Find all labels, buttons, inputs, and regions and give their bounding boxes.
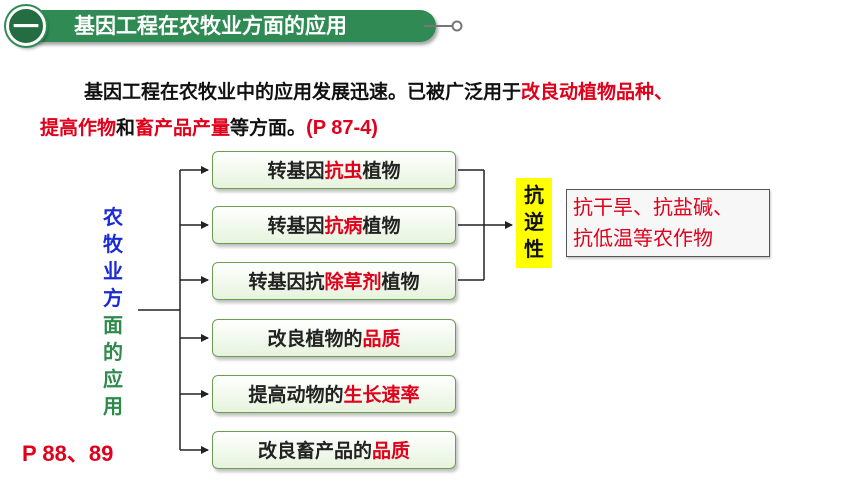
intro-highlight-3: 畜产品产量 — [135, 117, 231, 139]
resistance-label: 抗 逆 性 — [516, 178, 552, 268]
banner-bar — [24, 10, 436, 42]
category-char: 面 — [103, 313, 123, 337]
intro-text-1: 基因工程在农牧业中的应用发展迅速。已被广泛用于 — [84, 81, 522, 103]
section-title: 基因工程在农牧业方面的应用 — [74, 14, 347, 38]
section-banner: 一 基因工程在农牧业方面的应用 — [4, 6, 436, 46]
category-char: 农 — [103, 205, 123, 229]
branch-disease-resistant: 转基因抗病植物 — [212, 206, 456, 244]
category-char: 牧 — [103, 232, 123, 256]
intro-highlight-1: 改良动植物品种、 — [521, 81, 674, 103]
category-label: 农 牧 业 方 面 的 应 用 — [98, 204, 128, 420]
category-char: 业 — [103, 259, 123, 283]
branch-livestock-quality: 改良畜产品的品质 — [212, 431, 456, 469]
intro-paragraph: 基因工程在农牧业中的应用发展迅速。已被广泛用于改良动植物品种、提高作物和畜产品产… — [40, 74, 830, 146]
intro-highlight-2: 提高作物 — [40, 117, 117, 139]
pin-icon — [424, 20, 463, 32]
category-char: 用 — [103, 394, 123, 418]
category-char: 的 — [103, 340, 123, 364]
stress-crops-box: 抗干旱、抗盐碱、 抗低温等农作物 — [566, 189, 770, 257]
branch-animal-growth: 提高动物的生长速率 — [212, 375, 456, 413]
branch-herbicide-resistant: 转基因抗除草剂植物 — [212, 262, 456, 300]
branch-plant-quality: 改良植物的品质 — [212, 319, 456, 357]
category-page-ref: P 88、89 — [22, 441, 114, 466]
section-number: 一 — [6, 6, 46, 46]
intro-text-3: 等方面。 — [230, 117, 307, 139]
stress-crops-line: 抗低温等农作物 — [573, 226, 713, 250]
category-char: 应 — [103, 367, 123, 391]
intro-page-ref: (P 87-4) — [306, 117, 378, 139]
category-char: 方 — [103, 286, 123, 310]
intro-text-2: 和 — [116, 117, 136, 139]
stress-crops-line: 抗干旱、抗盐碱、 — [573, 195, 733, 219]
branch-insect-resistant: 转基因抗虫植物 — [212, 151, 456, 189]
